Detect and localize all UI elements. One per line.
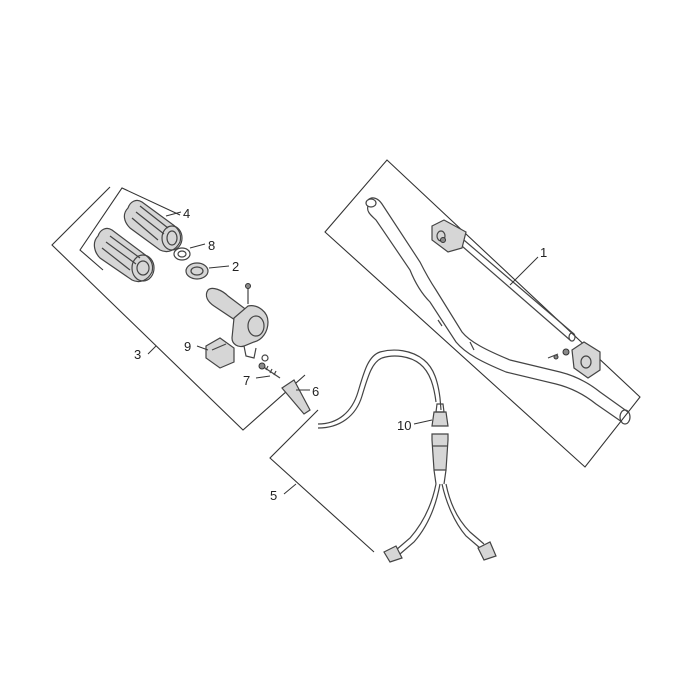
crossbar-brace[interactable] — [454, 234, 576, 342]
cable-adjuster-10[interactable] — [431, 403, 449, 427]
throttle-group-frame — [51, 186, 306, 431]
ring-2[interactable] — [185, 262, 209, 280]
leader-5 — [283, 483, 297, 495]
cable-group-frame — [269, 409, 375, 553]
callout-8: 8 — [208, 238, 215, 253]
handlebar-tube[interactable] — [365, 197, 631, 425]
throttle-cable[interactable] — [317, 349, 442, 429]
callout-3: 3 — [134, 347, 141, 362]
rubber-boot-6[interactable] — [281, 379, 311, 415]
leader-1 — [509, 256, 539, 286]
grip-bracket-frame — [79, 187, 181, 271]
leader-4 — [165, 211, 182, 217]
leader-7 — [255, 375, 271, 379]
throttle-grip-group: 8 2 4 9 — [51, 186, 319, 431]
callout-1: 1 — [540, 245, 547, 260]
callout-9: 9 — [184, 339, 191, 354]
washer-8[interactable] — [173, 247, 191, 261]
callout-6: 6 — [312, 384, 319, 399]
handlebar-group: 1 — [324, 159, 641, 468]
handlebar-group-frame — [324, 159, 641, 468]
leader-10 — [413, 419, 433, 425]
leader-3 — [147, 345, 157, 355]
cable-splitter[interactable] — [431, 433, 449, 485]
grip-upper[interactable] — [123, 199, 183, 253]
throttle-housing[interactable] — [205, 287, 269, 359]
callout-2: 2 — [232, 259, 239, 274]
handlebar-clamp-upper[interactable] — [431, 219, 467, 253]
leader-8 — [189, 243, 206, 249]
grip-lower[interactable] — [93, 227, 155, 283]
leader-2 — [208, 265, 230, 269]
cable-branch-right[interactable] — [441, 483, 497, 561]
cable-branch-left[interactable] — [383, 483, 441, 563]
callout-4: 4 — [183, 206, 190, 221]
callout-5: 5 — [270, 488, 277, 503]
callout-10: 10 — [397, 418, 411, 433]
callout-7: 7 — [243, 373, 250, 388]
throttle-cover-9[interactable] — [205, 337, 235, 369]
leader-9 — [196, 345, 209, 351]
handlebar-clamp-lower[interactable] — [547, 341, 601, 379]
throttle-cable-group: 10 5 — [269, 349, 497, 563]
adjuster-7[interactable] — [258, 354, 281, 379]
throttle-screw[interactable] — [245, 283, 251, 305]
